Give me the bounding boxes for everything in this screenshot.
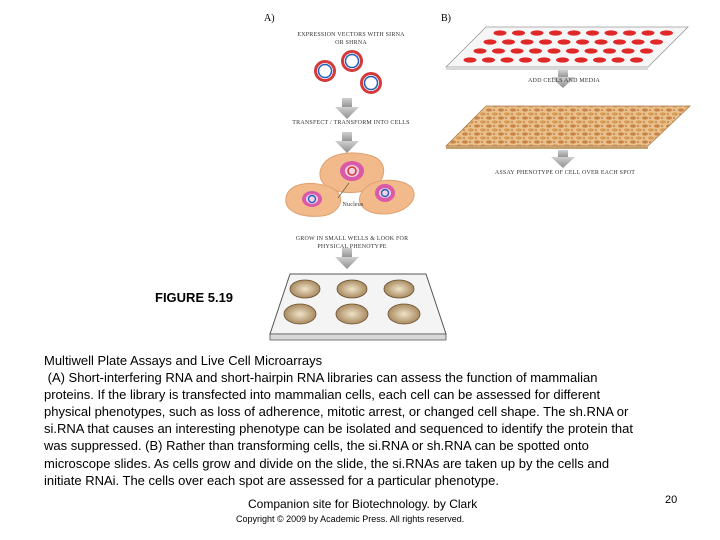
sirna-spot bbox=[574, 57, 588, 63]
sirna-spot bbox=[502, 39, 515, 45]
caption-title: Multiwell Plate Assays and Live Cell Mic… bbox=[44, 353, 323, 368]
sirna-spot bbox=[483, 39, 497, 45]
multiwell-plate bbox=[269, 273, 447, 341]
sirna-spot bbox=[547, 48, 561, 54]
sirna-spot bbox=[650, 39, 663, 45]
arrow-a1 bbox=[335, 98, 359, 119]
plasmid bbox=[317, 63, 333, 79]
footer-companion: Companion site for Biotechnology. by Cla… bbox=[248, 497, 478, 511]
well bbox=[383, 279, 415, 299]
sirna-spot bbox=[611, 57, 625, 63]
footer-copyright: Copyright © 2009 by Academic Press. All … bbox=[236, 514, 465, 524]
sirna-spots bbox=[463, 30, 673, 63]
plasmid bbox=[344, 53, 360, 69]
panel-a-label: A) bbox=[264, 13, 275, 24]
panel-b-label: B) bbox=[441, 13, 451, 24]
sirna-spot bbox=[500, 57, 514, 63]
nucleus-label: Nucleus bbox=[342, 202, 364, 208]
sirna-spot bbox=[660, 30, 673, 36]
well bbox=[283, 303, 317, 325]
sirna-spot bbox=[537, 57, 551, 63]
plasmid bbox=[363, 75, 379, 91]
step-b1-label: Add cells and media bbox=[528, 78, 600, 84]
sirna-spot bbox=[512, 30, 525, 36]
sirna-spot bbox=[473, 48, 487, 54]
sirna-spot bbox=[586, 30, 599, 36]
sirna-spot bbox=[640, 48, 653, 54]
sirna-spot bbox=[549, 30, 562, 36]
arrow-b1 bbox=[551, 70, 575, 88]
sirna-spot bbox=[593, 57, 606, 63]
sirna-spot bbox=[621, 48, 635, 54]
sirna-spot bbox=[482, 57, 495, 63]
caption-line: physical phenotypes, such as loss of adh… bbox=[44, 404, 629, 420]
caption-line: proteins. If the library is transfected … bbox=[44, 387, 601, 403]
arrow-a2 bbox=[335, 132, 359, 153]
caption-line: (A) Short-interfering RNA and short-hair… bbox=[44, 370, 598, 386]
step-a2-label: Transfect / transform into cells bbox=[292, 120, 410, 126]
sirna-spot bbox=[631, 39, 645, 45]
sirna-spot bbox=[556, 57, 569, 63]
well bbox=[335, 303, 369, 325]
well bbox=[387, 303, 421, 325]
sirna-spot bbox=[604, 30, 618, 36]
sirna-spot bbox=[623, 30, 636, 36]
well bbox=[336, 279, 368, 299]
sirna-spot bbox=[576, 39, 589, 45]
caption-line: si.RNA that causes an interesting phenot… bbox=[44, 421, 634, 437]
transfected-cells bbox=[285, 152, 415, 217]
sirna-spot bbox=[630, 57, 643, 63]
page-number: 20 bbox=[665, 494, 678, 506]
nucleus-pointer bbox=[337, 182, 350, 199]
sirna-spot bbox=[493, 30, 507, 36]
sirna-spot bbox=[492, 48, 505, 54]
sirna-spot bbox=[510, 48, 524, 54]
caption-line: was suppressed. (B) Rather than transfor… bbox=[44, 438, 589, 454]
spotted-slide bbox=[445, 26, 689, 70]
step-a3-label: Grow in small wells & look for physical … bbox=[295, 236, 409, 250]
sirna-spot bbox=[613, 39, 626, 45]
plasmid bbox=[314, 60, 336, 82]
sirna-spot bbox=[530, 30, 544, 36]
sirna-spot bbox=[463, 57, 477, 63]
caption-line: microscope slides. As cells grow and div… bbox=[44, 455, 610, 471]
plasmid bbox=[341, 50, 363, 72]
caption-line: initiate RNAi. The cells over each spot … bbox=[44, 472, 499, 488]
arrow-a3 bbox=[335, 248, 359, 269]
sirna-spot bbox=[557, 39, 571, 45]
plasmid bbox=[360, 72, 382, 94]
sirna-spot bbox=[566, 48, 579, 54]
sirna-spot bbox=[603, 48, 616, 54]
sirna-spot bbox=[520, 39, 534, 45]
figure-title: FIGURE 5.19 bbox=[155, 290, 234, 305]
arrow-b2 bbox=[551, 150, 575, 168]
figure-caption: Multiwell Plate Assays and Live Cell Mic… bbox=[44, 352, 684, 489]
sirna-spot bbox=[519, 57, 532, 63]
sirna-spot bbox=[584, 48, 598, 54]
sirna-spot bbox=[567, 30, 581, 36]
plasmid-group bbox=[314, 50, 382, 94]
step-a1-label: Expression vectors with siRNA or shRNA bbox=[297, 32, 405, 46]
cell-layer-slide bbox=[445, 105, 691, 149]
step-b2-label: Assay phenotype of cell over each spot bbox=[494, 170, 636, 176]
sirna-spot bbox=[539, 39, 552, 45]
well bbox=[289, 279, 321, 299]
sirna-spot bbox=[594, 39, 608, 45]
sirna-spot bbox=[529, 48, 542, 54]
sirna-spot bbox=[641, 30, 655, 36]
